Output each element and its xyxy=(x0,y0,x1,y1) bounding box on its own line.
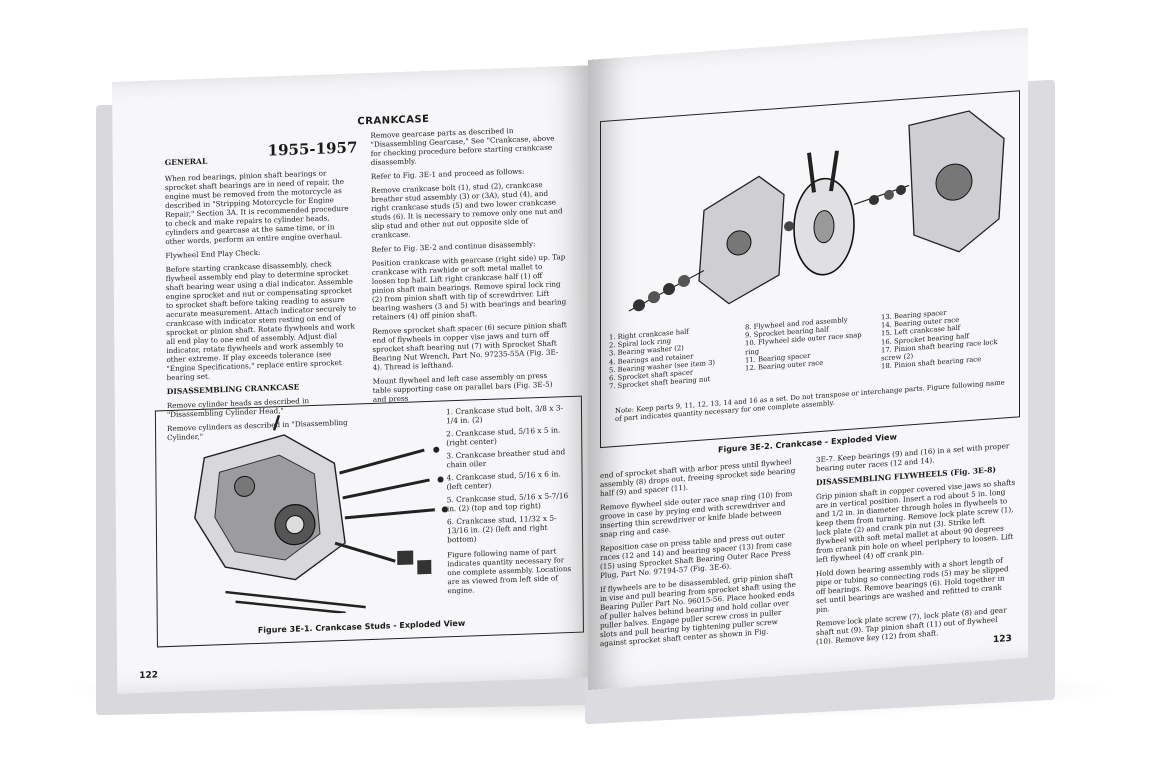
parts-list-item: 2. Crankcase stud, 5/16 x 5 in. (right c… xyxy=(446,425,561,448)
paragraph: Hold down bearing assembly with a short … xyxy=(816,555,1009,615)
legend-column-3: 13. Bearing spacer 14. Bearing outer rac… xyxy=(881,304,1009,371)
left-page: CRANKCASE GENERAL 1955-1957 When rod bea… xyxy=(112,65,596,694)
paragraph: When rod bearings, pinion shaft bearings… xyxy=(164,168,349,247)
page-number-right: 123 xyxy=(993,633,1012,646)
legend-column-1: 1. Right crankcase half 2. Spiral lock r… xyxy=(609,324,737,391)
figure-note: Figure following name of part indicates … xyxy=(447,546,572,596)
crankcase-exploded-illustration xyxy=(628,110,1005,312)
parts-list-item: 6. Crankcase stud, 11/32 x 5-13/16 in. (… xyxy=(446,513,557,545)
parts-list-item: 1. Crankcase stud bolt, 3/8 x 3-1/4 in. … xyxy=(445,403,564,426)
figure-3e-2-box: 1. Right crankcase half 2. Spiral lock r… xyxy=(600,90,1020,449)
disassembling-crankcase-heading: DISASSEMBLING CRANKCASE xyxy=(166,382,300,397)
paragraph: Remove crankcase bolt (1), stud (2), cra… xyxy=(370,179,563,240)
year-range: 1955-1957 xyxy=(267,138,358,160)
crankcase-studs-illustration xyxy=(194,414,448,615)
paragraph: Position crankcase with gearcase (right … xyxy=(371,252,567,322)
right-column-1: end of sprocket shaft with arbor press u… xyxy=(600,456,800,653)
paragraph: Refer to Fig. 3E-1 and proceed as follow… xyxy=(370,166,525,181)
left-page-title: CRANKCASE xyxy=(357,113,430,128)
section-general-heading: GENERAL xyxy=(164,156,208,168)
right-column-2: 3E-7. Keep bearings (9) and (16) in a se… xyxy=(816,441,1016,652)
paragraph: If flywheels are to be disassembled, gri… xyxy=(600,570,796,649)
paragraph: Before starting crankcase disassembly, c… xyxy=(165,259,356,383)
paragraph: Grip pinion shaft in copper covered vise… xyxy=(816,477,1016,565)
paragraph: Refer to Fig. 3E-2 and continue disassem… xyxy=(371,239,536,254)
parts-list: 1. Crankcase stud bolt, 3/8 x 3-1/4 in. … xyxy=(446,403,573,600)
right-page: 1. Right crankcase half 2. Spiral lock r… xyxy=(588,27,1028,691)
paragraph: Remove sprocket shaft spacer (6) secure … xyxy=(372,320,567,372)
paragraph: Flywheel End Play Check: xyxy=(165,247,261,261)
parts-list-item: 3. Crankcase breather stud and chain oil… xyxy=(446,447,566,470)
paragraph: Remove gearcase parts as described in "D… xyxy=(370,125,555,167)
left-column-2: Remove gearcase parts as described in "D… xyxy=(370,124,567,409)
legend-column-2: 8. Flywheel and rod assembly 9. Sprocket… xyxy=(745,314,873,381)
figure-3e-1-box: 1. Crankcase stud bolt, 3/8 x 3-1/4 in. … xyxy=(154,395,584,648)
parts-list-item: 4. Crankcase stud, 5/16 x 6 in. (left ce… xyxy=(446,469,561,492)
parts-list-item: 5. Crankcase stud, 5/16 x 5-7/16 in. (2)… xyxy=(446,491,569,514)
page-number-left: 122 xyxy=(139,670,159,682)
figure-3e-1-caption: Figure 3E-1. Crankcase Studs - Exploded … xyxy=(257,618,466,635)
